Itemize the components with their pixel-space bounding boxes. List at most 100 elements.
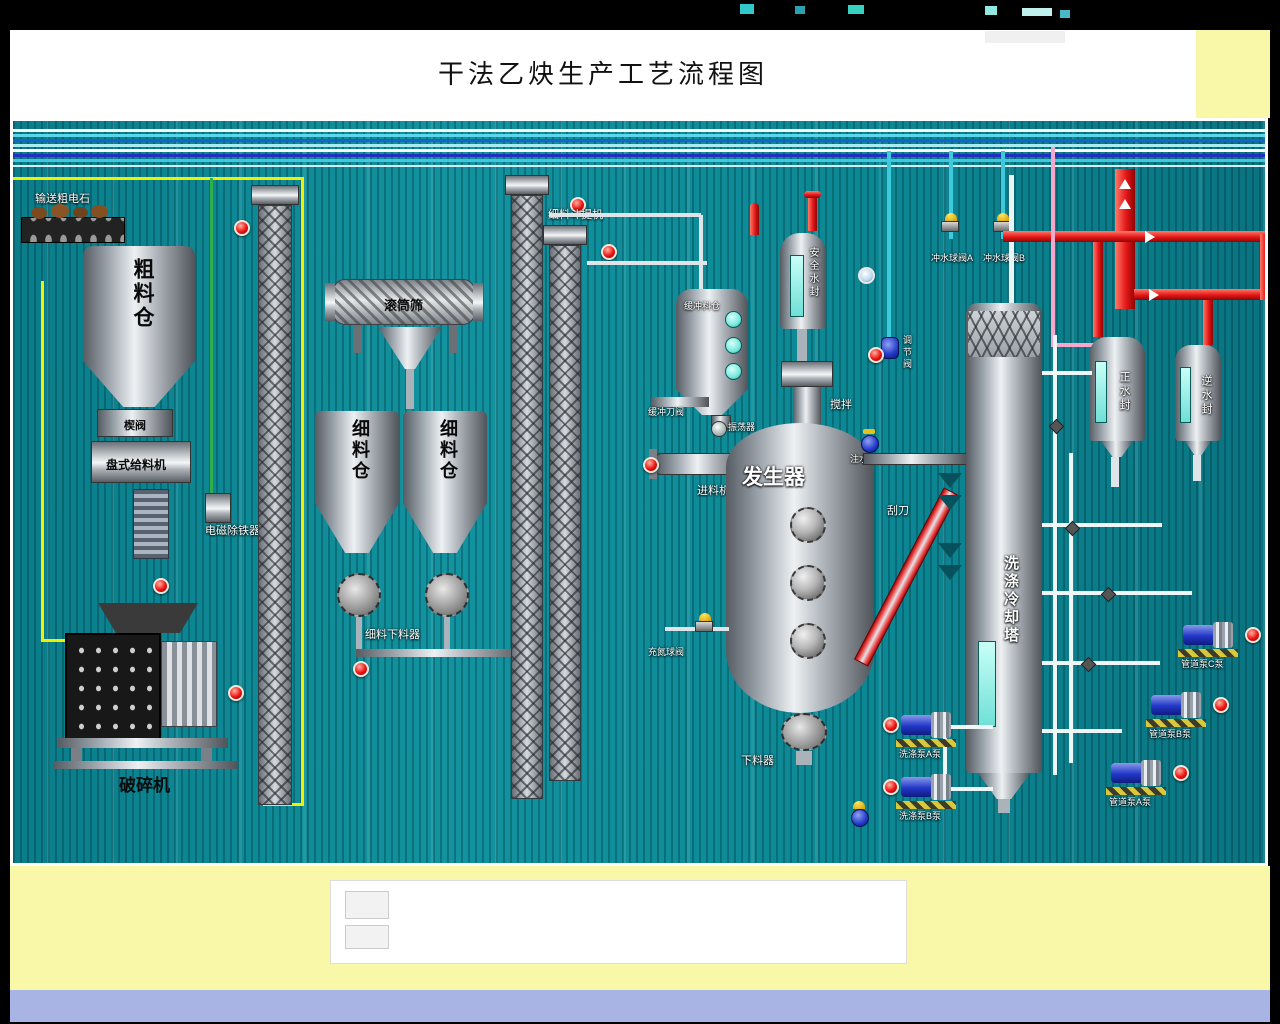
bucket-elevator-3-head bbox=[543, 225, 587, 245]
pipe-segment bbox=[13, 159, 1265, 162]
flush-valve-a-label: 冲水球阀A bbox=[931, 253, 974, 263]
pipeline-pump-c[interactable] bbox=[1178, 619, 1238, 657]
acetylene-pipe bbox=[1134, 289, 1265, 300]
ore-lump bbox=[73, 207, 88, 218]
pump-motor bbox=[931, 712, 951, 738]
note-card[interactable] bbox=[345, 925, 389, 949]
pipe-segment bbox=[998, 799, 1010, 813]
indicator-light bbox=[570, 197, 586, 213]
pump-body bbox=[1183, 625, 1215, 645]
nitrogen-valve[interactable] bbox=[695, 621, 713, 632]
fine-silo-left[interactable]: 细料仓 bbox=[315, 411, 399, 503]
agitator-shaft bbox=[793, 387, 821, 427]
magnet-separator-label: 电磁除铁器 bbox=[205, 525, 260, 537]
wash-pump-a[interactable] bbox=[896, 709, 956, 747]
magnet-separator[interactable] bbox=[205, 493, 231, 523]
pipe-segment bbox=[549, 213, 701, 217]
indicator-light bbox=[234, 220, 250, 236]
pipe-segment bbox=[13, 129, 1265, 132]
wedge-valve[interactable]: 楔阀 bbox=[97, 409, 173, 437]
tower-packing bbox=[968, 311, 1040, 357]
indicator-light bbox=[883, 779, 899, 795]
crusher[interactable] bbox=[65, 633, 161, 745]
vibrator[interactable] bbox=[711, 421, 727, 437]
window-artifact bbox=[795, 6, 805, 14]
indicator-light bbox=[1213, 697, 1229, 713]
disc-feeder[interactable]: 盘式给料机 bbox=[91, 441, 191, 483]
pump-pad bbox=[1146, 719, 1206, 727]
rotary-discharger[interactable] bbox=[337, 573, 381, 617]
flow-arrow-down bbox=[938, 543, 962, 558]
indicator-light bbox=[228, 685, 244, 701]
coarse-silo[interactable]: 粗料仓 bbox=[83, 246, 195, 361]
pipe-segment-yellow bbox=[41, 281, 44, 641]
buffer-silo-label: 缓冲料仓 bbox=[684, 301, 721, 311]
inline-valve[interactable] bbox=[1100, 586, 1117, 603]
pump-body bbox=[901, 715, 933, 735]
fine-silo-left-cone bbox=[315, 503, 399, 553]
pump-body bbox=[901, 777, 933, 797]
crusher-roller bbox=[161, 641, 217, 727]
inline-valve[interactable] bbox=[1048, 418, 1065, 435]
bottom-strip bbox=[10, 990, 1270, 1022]
pipeline-pump-a-label: 管道泵A泵 bbox=[1109, 797, 1152, 807]
indicator-light bbox=[868, 347, 884, 363]
pump-motor bbox=[1181, 692, 1201, 718]
window-artifact bbox=[1060, 10, 1070, 18]
acetylene-pipe bbox=[1203, 300, 1213, 345]
flow-arrow-down bbox=[938, 473, 962, 488]
pump-motor bbox=[1213, 622, 1233, 648]
ore-lump bbox=[51, 204, 69, 218]
pipeline-pump-b[interactable] bbox=[1146, 689, 1206, 727]
level-indicator bbox=[725, 363, 742, 380]
manhole bbox=[790, 565, 826, 601]
bucket-elevator-1[interactable] bbox=[258, 205, 292, 805]
wedge-valve-label: 楔阀 bbox=[124, 420, 146, 432]
bucket-elevator-3[interactable] bbox=[549, 245, 581, 781]
pump-motor bbox=[931, 774, 951, 800]
ore-lump bbox=[91, 205, 108, 218]
washing-cooling-tower[interactable]: 洗涤冷却塔 bbox=[966, 303, 1042, 773]
pump-pad bbox=[896, 739, 956, 747]
acetylene-pipe bbox=[1003, 231, 1265, 242]
page-title: 干法乙炔生产工艺流程图 bbox=[437, 60, 768, 89]
indicator-light bbox=[353, 661, 369, 677]
wash-pump-b[interactable] bbox=[896, 771, 956, 809]
bottom-discharger[interactable] bbox=[781, 713, 827, 751]
agitator-motor[interactable] bbox=[781, 361, 833, 387]
note-card[interactable] bbox=[345, 891, 389, 919]
vent-pipe bbox=[808, 195, 817, 231]
flow-arrow-down bbox=[938, 495, 962, 510]
feeder-label: 进料机 bbox=[697, 485, 730, 497]
crusher-hopper bbox=[98, 603, 198, 633]
pump-pad bbox=[896, 801, 956, 809]
fine-silo-right[interactable]: 细料仓 bbox=[403, 411, 487, 503]
rotary-discharger[interactable] bbox=[425, 573, 469, 617]
reverse-seal-cone bbox=[1185, 441, 1211, 455]
vent-cap bbox=[804, 191, 821, 198]
positive-water-seal[interactable]: 正水封 bbox=[1089, 337, 1145, 441]
water-injection-valve[interactable] bbox=[861, 435, 879, 453]
pipe-segment-yellow bbox=[13, 177, 303, 180]
pipe-segment bbox=[796, 751, 812, 765]
crusher-leg bbox=[71, 748, 82, 762]
flow-arrow-right bbox=[1145, 231, 1155, 243]
drain-valve[interactable] bbox=[851, 809, 869, 827]
bucket-elevator-2[interactable] bbox=[511, 195, 543, 799]
pipe-segment bbox=[13, 144, 1265, 147]
indicator-light bbox=[643, 457, 659, 473]
pipeline-pump-a[interactable] bbox=[1106, 757, 1166, 795]
control-valve[interactable] bbox=[881, 337, 899, 359]
drum-screen[interactable]: 滚筒筛 bbox=[333, 279, 475, 325]
pipe-segment bbox=[587, 261, 707, 265]
flow-arrow-up bbox=[1119, 199, 1131, 209]
flush-valve-a[interactable] bbox=[941, 221, 959, 232]
generator[interactable]: 发生器 bbox=[726, 423, 874, 713]
conveyor[interactable] bbox=[21, 217, 125, 243]
reverse-water-seal[interactable]: 逆水封 bbox=[1175, 345, 1221, 441]
indicator-light bbox=[153, 578, 169, 594]
inline-valve[interactable] bbox=[1080, 656, 1097, 673]
pipe-segment bbox=[406, 369, 414, 409]
pipe-segment bbox=[1042, 523, 1162, 527]
indicator-light bbox=[883, 717, 899, 733]
